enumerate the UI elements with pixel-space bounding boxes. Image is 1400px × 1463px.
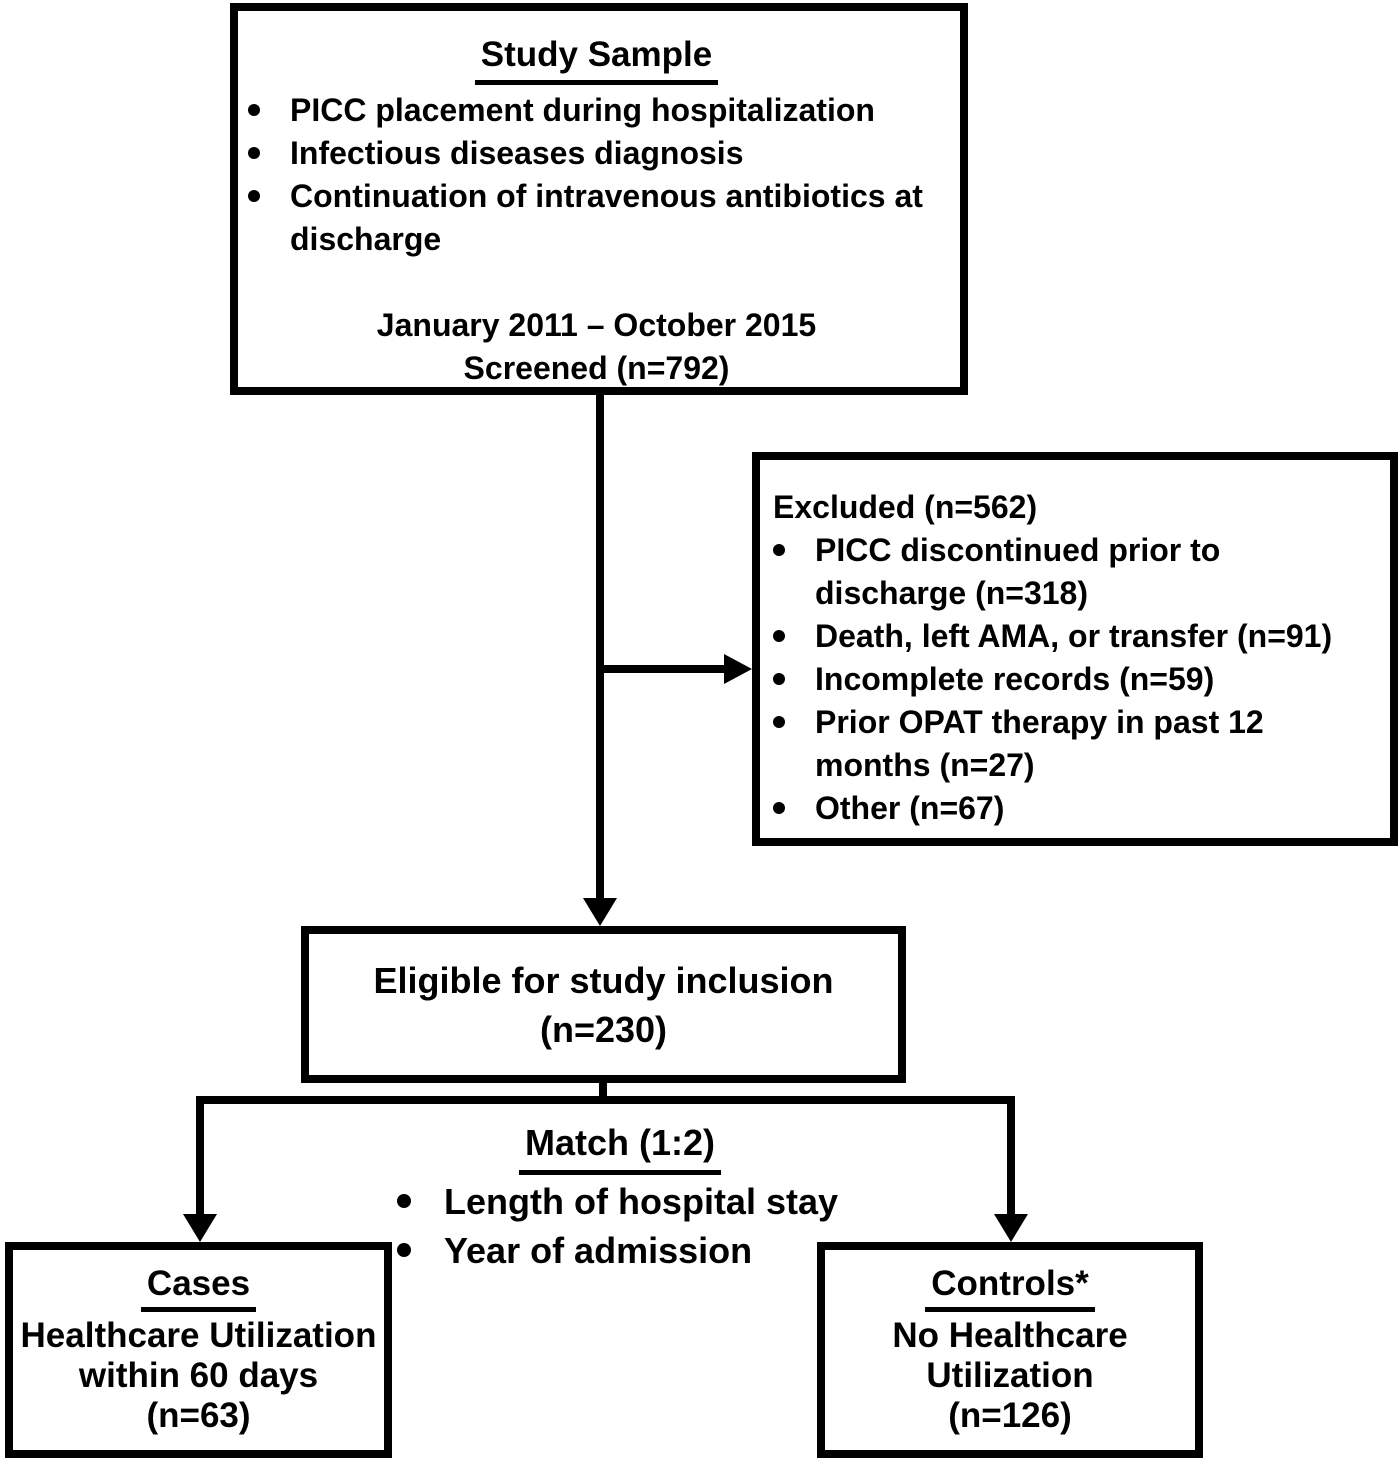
- cases-count: (n=63): [146, 1396, 251, 1435]
- excluded-bullet-4: Prior OPAT therapy in past 12 months (n=…: [773, 701, 1369, 787]
- study-sample-bullet-list: PICC placement during hospitalization In…: [243, 89, 950, 261]
- cases-title: Cases: [140, 1264, 257, 1312]
- controls-box: Controls* No Healthcare Utilization (n=1…: [817, 1242, 1203, 1458]
- bullet-dot-icon: [773, 802, 785, 814]
- eligible-box: Eligible for study inclusion (n=230): [301, 926, 906, 1083]
- bullet-dot-icon: [248, 104, 260, 116]
- bullet-dot-icon: [397, 1194, 411, 1208]
- match-bullet-1: Length of hospital stay: [385, 1177, 855, 1226]
- study-sample-title: Study Sample: [474, 33, 719, 85]
- bullet-dot-icon: [773, 716, 785, 728]
- eligible-title: Eligible for study inclusion: [373, 959, 834, 1001]
- eligible-count: (n=230): [539, 1008, 668, 1050]
- study-period-text: January 2011 – October 2015: [376, 307, 817, 343]
- match-bullet-2: Year of admission: [385, 1226, 855, 1275]
- cases-title-row: Cases: [13, 1264, 384, 1312]
- excluded-bullet-2: Death, left AMA, or transfer (n=91): [773, 615, 1369, 658]
- excluded-title: Excluded (n=562): [773, 489, 1038, 525]
- bullet-dot-icon: [397, 1243, 411, 1257]
- arrowhead-excluded-icon: [724, 654, 752, 684]
- excluded-bullet-list: PICC discontinued prior to discharge (n=…: [773, 529, 1369, 830]
- arrowhead-eligible-icon: [583, 898, 617, 926]
- connector-branch-horizontal: [196, 1096, 1015, 1104]
- controls-count: (n=126): [948, 1396, 1072, 1435]
- excluded-bullet-3: Incomplete records (n=59): [773, 658, 1369, 701]
- cases-line-1: Healthcare Utilization: [20, 1316, 377, 1355]
- arrowhead-cases-icon: [183, 1214, 217, 1242]
- match-bullet-list: Length of hospital stay Year of admissio…: [385, 1177, 855, 1275]
- excluded-bullet-1: PICC discontinued prior to discharge (n=…: [773, 529, 1369, 615]
- match-block: Match (1:2) Length of hospital stay Year…: [385, 1112, 855, 1275]
- study-sample-bullet-1: PICC placement during hospitalization: [243, 89, 950, 132]
- controls-line-1: No Healthcare: [892, 1316, 1128, 1355]
- cases-line-2: within 60 days: [78, 1356, 319, 1395]
- connector-cases-vertical: [196, 1096, 204, 1218]
- bullet-dot-icon: [773, 673, 785, 685]
- bullet-dot-icon: [773, 630, 785, 642]
- controls-title: Controls*: [925, 1264, 1095, 1312]
- controls-title-row: Controls*: [825, 1264, 1195, 1312]
- match-title: Match (1:2): [518, 1118, 722, 1175]
- connector-eligible-drop: [599, 1083, 607, 1104]
- spacer: [243, 261, 950, 304]
- study-sample-bullet-2: Infectious diseases diagnosis: [243, 132, 950, 175]
- connector-controls-vertical: [1007, 1096, 1015, 1218]
- connector-top-vertical: [596, 395, 604, 900]
- arrowhead-controls-icon: [994, 1214, 1028, 1242]
- excluded-box: Excluded (n=562) PICC discontinued prior…: [752, 452, 1398, 846]
- bullet-dot-icon: [248, 190, 260, 202]
- bullet-dot-icon: [773, 544, 785, 556]
- connector-excluded-horizontal: [598, 665, 726, 673]
- study-sample-title-row: Study Sample: [243, 33, 950, 85]
- excluded-bullet-5: Other (n=67): [773, 787, 1369, 830]
- study-sample-bullet-3: Continuation of intravenous antibiotics …: [243, 175, 950, 261]
- controls-line-2: Utilization: [926, 1356, 1094, 1395]
- match-title-row: Match (1:2): [385, 1118, 855, 1175]
- study-sample-box: Study Sample PICC placement during hospi…: [230, 3, 968, 395]
- cases-box: Cases Healthcare Utilization within 60 d…: [5, 1242, 392, 1458]
- screened-count-text: Screened (n=792): [463, 350, 730, 386]
- bullet-dot-icon: [248, 147, 260, 159]
